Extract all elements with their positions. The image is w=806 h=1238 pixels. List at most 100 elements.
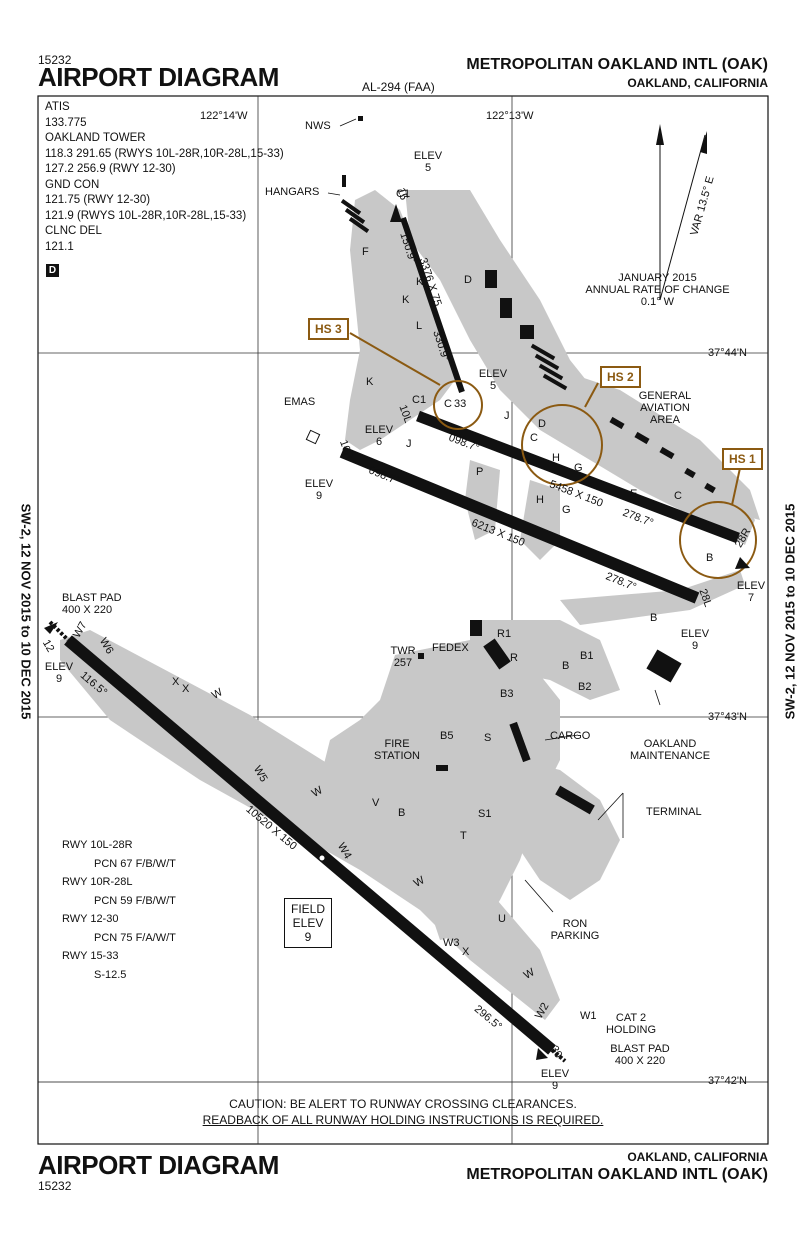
taxiway-j-a: J — [406, 438, 412, 450]
pcn-value-10l-28r: PCN 67 F/B/W/T — [94, 857, 176, 870]
terminal-label: TERMINAL — [646, 806, 702, 818]
ron-line-2: PARKING — [550, 930, 600, 942]
hangar-3 — [348, 217, 370, 233]
maintenance-leader — [654, 689, 661, 706]
freq-tower-label: OAKLAND TOWER — [45, 132, 146, 144]
d-symbol-icon: D — [46, 264, 59, 277]
buildings — [340, 116, 716, 815]
taxiway-s1: S1 — [478, 808, 492, 820]
freq-clnc: 121.1 — [45, 240, 74, 253]
taxiway-b-c: B — [650, 612, 658, 624]
ga-hangar-3 — [659, 446, 675, 460]
title-bottom: AIRPORT DIAGRAM — [38, 1150, 279, 1180]
cargo-label: CARGO — [550, 730, 591, 742]
blast-pad-label: BLAST PAD — [62, 592, 122, 604]
taxiway-b2: B2 — [578, 681, 592, 693]
cat2-line-1: CAT 2 — [615, 1012, 647, 1024]
maintenance-building — [646, 649, 682, 683]
field-elev-point — [318, 854, 326, 862]
runway-12-arrow-icon — [44, 622, 58, 634]
freq-gnd-label: GND CON — [45, 178, 100, 191]
taxiway-j-b: J — [504, 410, 510, 422]
elev-label: ELEV — [304, 478, 334, 490]
taxiway-b-d: B — [562, 660, 570, 672]
taxiway-b3: B3 — [500, 688, 514, 700]
rate-line-2: ANNUAL RATE OF CHANGE — [585, 284, 730, 296]
hotspot-1-tag[interactable]: HS 1 — [722, 448, 763, 470]
ga-hangar-4 — [684, 467, 696, 479]
south-apron — [320, 640, 560, 940]
runway-12-30 — [64, 635, 556, 1055]
ga-shed-4 — [542, 373, 568, 391]
cat2-line-2: HOLDING — [605, 1024, 657, 1036]
blast-pad-12 — [48, 620, 70, 642]
taxiway-t: T — [460, 830, 467, 842]
nws-building — [358, 116, 363, 121]
ga-hangar-5 — [704, 482, 716, 494]
hotspot-3-tag[interactable]: HS 3 — [308, 318, 349, 340]
pcn-rwy-10r-28l: RWY 10R-28L — [62, 876, 133, 888]
taxiway-b1: B1 — [580, 650, 594, 662]
rate-line-3: 0.1° W — [640, 296, 675, 308]
freq-clnc-label: CLNC DEL — [45, 225, 102, 237]
pcn-rwy-15-33: RWY 15-33 — [62, 950, 119, 962]
freq-tower-2: 127.2 256.9 (RWY 12-30) — [45, 163, 176, 175]
tower-label-text: TWR — [390, 645, 416, 657]
cargo-apron — [470, 620, 620, 700]
elev-value: 6 — [375, 436, 383, 448]
pcn-rwy-10l-28r: RWY 10L-28R — [62, 839, 133, 851]
hangar-4 — [342, 175, 346, 187]
effective-dates-right: SW-2, 12 NOV 2015 to 10 DEC 2015 — [782, 503, 798, 720]
elev-value: 9 — [691, 640, 699, 652]
fire-line-2: STATION — [373, 750, 421, 762]
runway-30-arrow-icon — [536, 1048, 548, 1060]
elev-value: 9 — [315, 490, 323, 502]
runway-10r-28l — [339, 446, 700, 604]
hotspot-3-leader — [349, 332, 441, 386]
caution-line-2: READBACK OF ALL RUNWAY HOLDING INSTRUCTI… — [202, 1113, 604, 1127]
taxiway-g-a: G — [574, 462, 583, 474]
taxiway-c-c: C — [674, 490, 682, 502]
blast-pad-30 — [550, 1048, 567, 1063]
taxiway-b — [560, 570, 745, 625]
elev-value: 9 — [55, 673, 63, 685]
hangar-1 — [340, 199, 362, 215]
freq-gnd-2: 121.9 (RWYS 10L-28R,10R-28L,15-33) — [45, 209, 247, 222]
hotspot-2-tag[interactable]: HS 2 — [600, 366, 641, 388]
pcn-value-10r-28l: PCN 59 F/B/W/T — [94, 894, 176, 907]
taxiway-x-b: X — [182, 683, 190, 695]
hangars-leader — [327, 192, 341, 196]
terminal-leader-1 — [597, 792, 624, 821]
ga-shed-1 — [530, 343, 556, 361]
runway-10l-28r — [416, 410, 740, 544]
fire-line-1: FIRE — [384, 738, 410, 750]
ga-area-label: GENERAL AVIATION AREA — [630, 390, 700, 426]
taxiway-d-a: D — [464, 274, 472, 286]
lat-4300-label: 37°43'N — [708, 711, 747, 723]
building-fedex-2 — [470, 620, 482, 636]
leader-lines — [327, 118, 661, 913]
hotspot-1-circle — [679, 501, 757, 579]
field-line-3: 9 — [304, 930, 312, 944]
taxiway-e: E — [630, 488, 638, 500]
taxiway-x-a: X — [172, 676, 180, 688]
runways — [64, 217, 740, 1055]
maint-line-1: OAKLAND — [643, 738, 697, 750]
taxiway-r: R — [510, 652, 518, 664]
elev-label: ELEV — [478, 368, 508, 380]
elev-value: 5 — [489, 380, 497, 392]
ga-hangar-2 — [634, 431, 650, 445]
annual-rate: JANUARY 2015 ANNUAL RATE OF CHANGE 0.1° … — [575, 272, 740, 308]
frequency-block: ATIS 133.775 OAKLAND TOWER 118.3 291.65 … — [45, 100, 284, 255]
taxiway-c1-b: C1 — [396, 188, 411, 200]
blast-pad-label: BLAST PAD — [610, 1043, 670, 1055]
taxiway-g-b: G — [562, 504, 571, 516]
taxiway-p: P — [476, 466, 484, 478]
caution-note: CAUTION: BE ALERT TO RUNWAY CROSSING CLE… — [38, 1096, 768, 1128]
ron-leader — [524, 879, 554, 913]
hotspot-circles — [349, 332, 757, 579]
